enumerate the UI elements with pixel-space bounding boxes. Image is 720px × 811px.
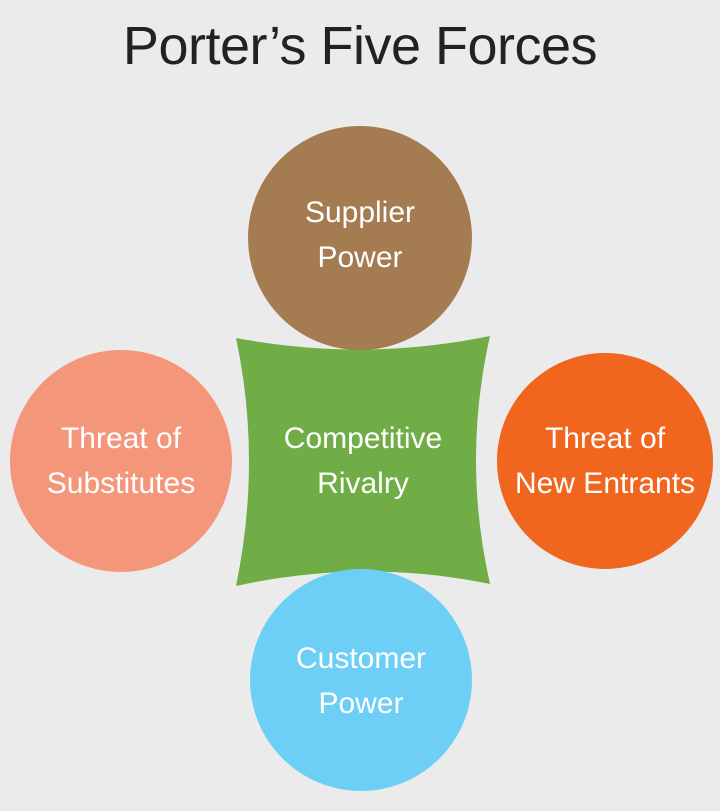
customer-power-line-1: Customer (295, 642, 427, 675)
competitive-rivalry-shape (236, 336, 490, 586)
threat-of-new-entrants-line-2: New Entrants (514, 467, 696, 500)
threat-of-new-entrants-line-1: Threat of (544, 422, 666, 455)
diagram-title: Porter’s Five Forces (122, 16, 598, 76)
supplier-power-line-2: Power (317, 241, 403, 274)
supplier-power-circle (248, 126, 472, 350)
customer-power-circle (250, 569, 472, 791)
supplier-power-line-1: Supplier (304, 196, 416, 229)
threat-of-substitutes-circle (10, 350, 232, 572)
threat-of-substitutes-line-2: Substitutes (46, 467, 196, 500)
threat-of-new-entrants-label: Threat of New Entrants (497, 416, 713, 506)
competitive-rivalry-label: Competitive Rivalry (250, 416, 476, 506)
customer-power-line-2: Power (318, 687, 404, 720)
customer-power-label: Customer Power (250, 636, 472, 726)
threat-of-substitutes-line-1: Threat of (60, 422, 182, 455)
threat-of-substitutes-label: Threat of Substitutes (10, 416, 232, 506)
threat-of-new-entrants-circle (497, 353, 713, 569)
supplier-power-label: Supplier Power (248, 190, 472, 280)
competitive-rivalry-line-1: Competitive (283, 422, 443, 455)
competitive-rivalry-line-2: Rivalry (317, 467, 409, 500)
